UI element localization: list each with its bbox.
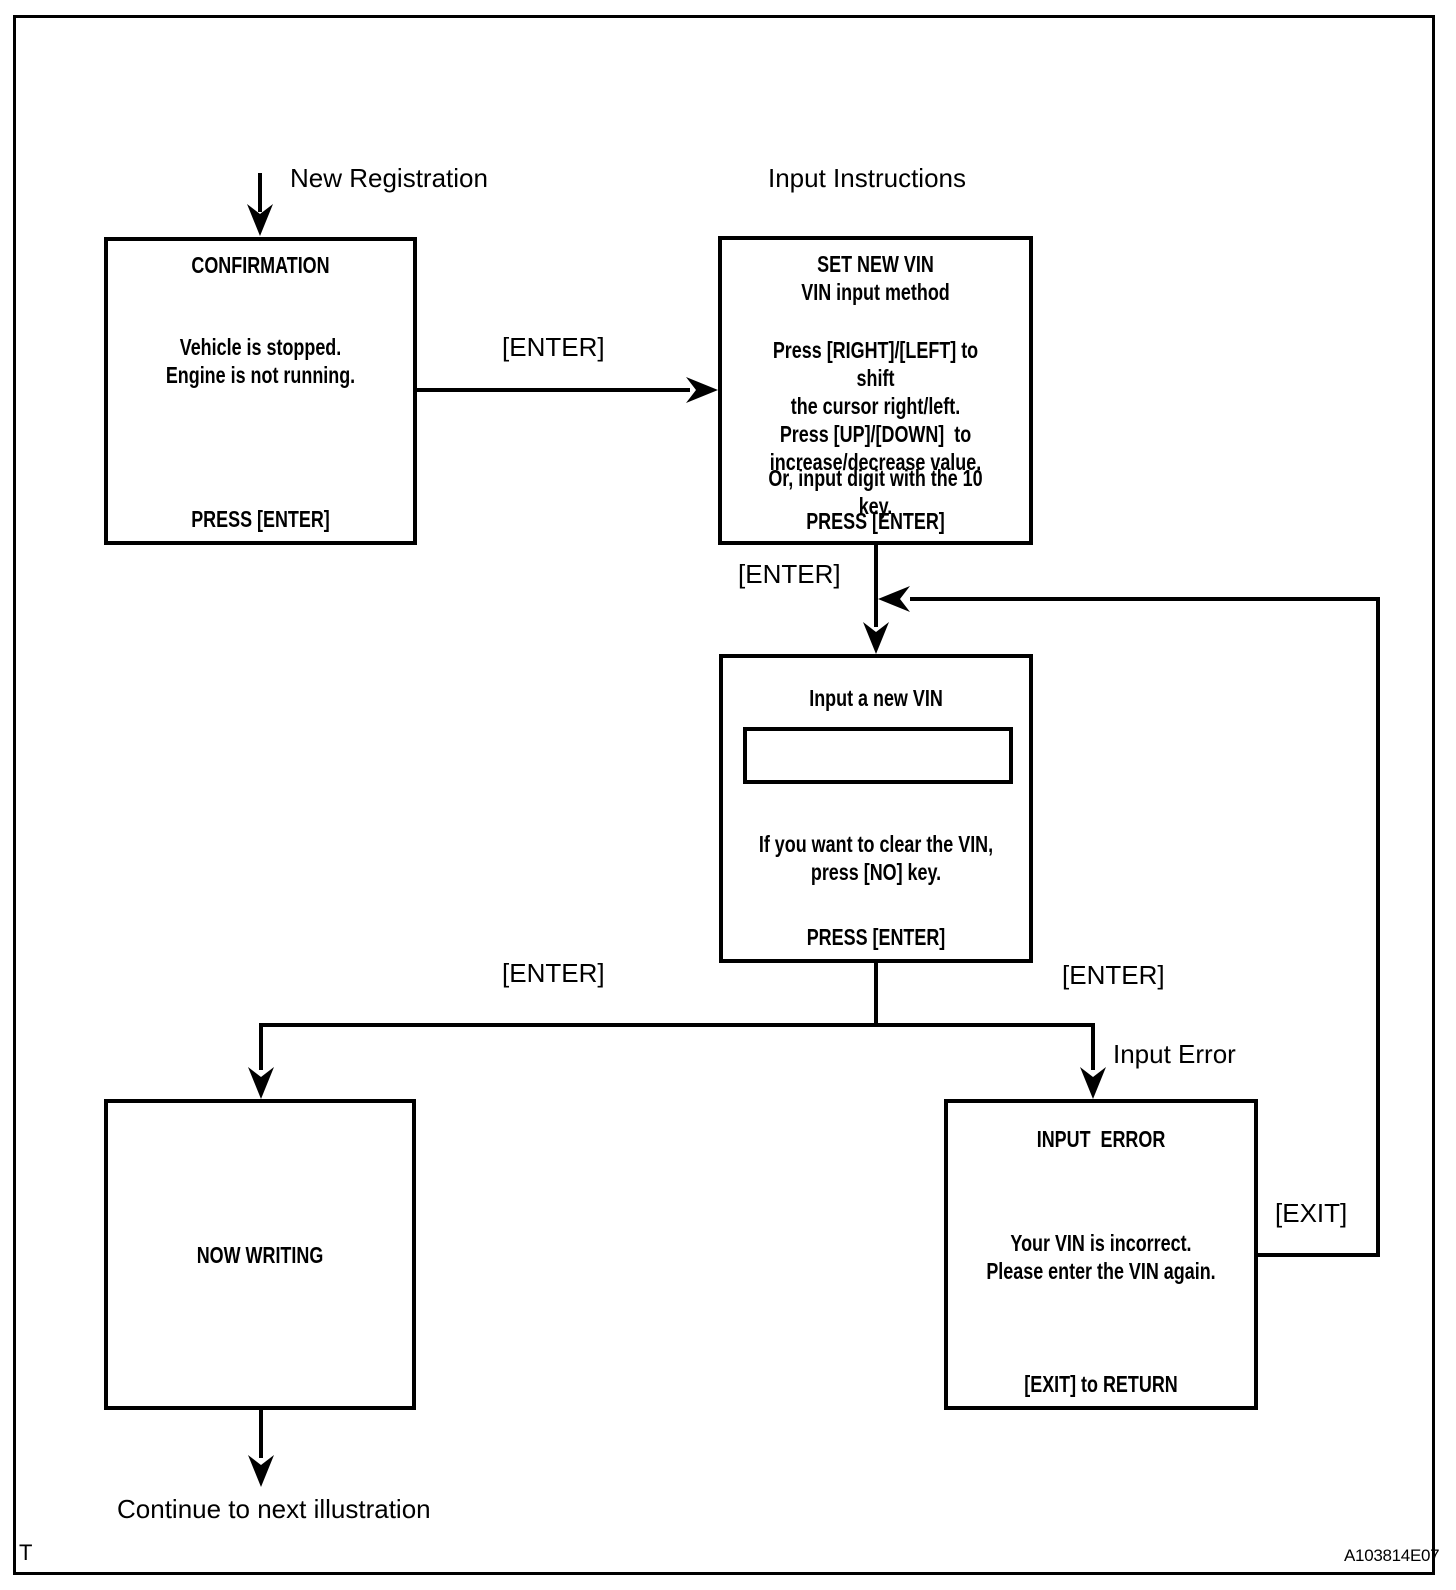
label-new-registration: New Registration bbox=[290, 163, 488, 193]
label-enter-branch-right: [ENTER] bbox=[1062, 960, 1165, 990]
screen-body: Press [RIGHT]/[LEFT] to shift the cursor… bbox=[769, 337, 982, 475]
arrowhead-down-icon bbox=[248, 1455, 274, 1487]
page-border bbox=[13, 15, 1435, 1575]
vin-input-field bbox=[743, 727, 1013, 784]
screen-title: NOW WRITING bbox=[196, 1242, 324, 1268]
screen-footer: PRESS [ENTER] bbox=[191, 506, 330, 532]
screen-body: Vehicle is stopped. Engine is not runnin… bbox=[165, 334, 356, 388]
label-exit: [EXIT] bbox=[1275, 1198, 1348, 1228]
screen-confirmation: CONFIRMATION Vehicle is stopped. Engine … bbox=[104, 237, 417, 545]
screen-title: SET NEW VIN VIN input method bbox=[801, 251, 950, 305]
arrowhead-left-icon bbox=[878, 586, 910, 612]
screen-input-new-vin: Input a new VIN If you want to clear the… bbox=[719, 654, 1033, 963]
line-branch-bar bbox=[259, 1023, 1095, 1070]
arrowhead-down-icon bbox=[247, 204, 273, 236]
screen-footer: PRESS [ENTER] bbox=[806, 924, 946, 950]
screen-footer: PRESS [ENTER] bbox=[806, 508, 945, 534]
screen-body: Your VIN is incorrect. Please enter the … bbox=[986, 1230, 1216, 1284]
screen-body: If you want to clear the VIN, press [NO]… bbox=[758, 831, 994, 885]
screen-set-new-vin: SET NEW VIN VIN input method Press [RIGH… bbox=[718, 236, 1033, 545]
label-continue-note: Continue to next illustration bbox=[117, 1494, 431, 1524]
arrowhead-down-icon bbox=[863, 622, 889, 654]
figure-code: A103814E07 bbox=[1344, 1546, 1440, 1565]
label-enter-top: [ENTER] bbox=[502, 332, 605, 362]
screen-body-2: Or, input digit with the 10 key. bbox=[768, 465, 983, 519]
screen-footer: [EXIT] to RETURN bbox=[1024, 1371, 1178, 1397]
screen-title: INPUT ERROR bbox=[1036, 1126, 1166, 1152]
screen-title: CONFIRMATION bbox=[191, 252, 330, 278]
screen-now-writing: NOW WRITING bbox=[104, 1099, 416, 1410]
line-exit-feedback bbox=[910, 597, 1380, 1257]
label-input-error: Input Error bbox=[1113, 1039, 1236, 1069]
label-enter-branch-left: [ENTER] bbox=[502, 958, 605, 988]
label-enter-mid: [ENTER] bbox=[738, 559, 841, 589]
screen-title: Input a new VIN bbox=[809, 685, 943, 711]
page-corner-mark: T bbox=[19, 1540, 33, 1565]
arrowhead-right-icon bbox=[686, 377, 718, 403]
arrowhead-down-icon bbox=[1080, 1067, 1106, 1099]
screen-input-error: INPUT ERROR Your VIN is incorrect. Pleas… bbox=[944, 1099, 1258, 1410]
arrowhead-down-icon bbox=[248, 1067, 274, 1099]
label-input-instructions: Input Instructions bbox=[768, 163, 966, 193]
